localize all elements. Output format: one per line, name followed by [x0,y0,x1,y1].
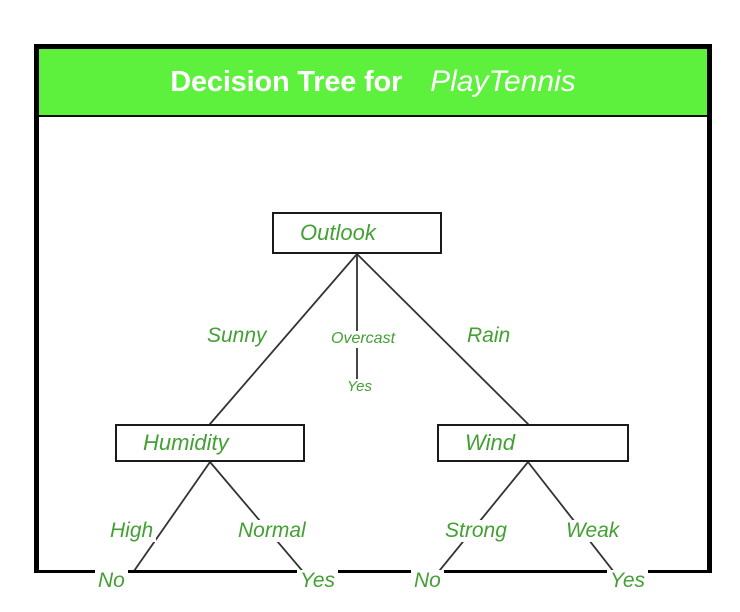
leaf-wind-yes: Yes [607,569,649,593]
edge-wind-weak [527,461,614,570]
leaf-wind-no: No [411,569,444,593]
tree-edges [133,253,614,570]
page-title-emphasis: PlayTennis [430,65,576,98]
slide-header: Decision Tree for PlayTennis [39,49,707,115]
edge-outlook-rain [356,253,529,425]
node-humidity-label: Humidity [143,430,229,455]
node-wind[interactable]: Wind [437,424,629,462]
node-outlook[interactable]: Outlook [272,212,442,254]
edge-label-rain: Rain [464,324,514,348]
leaf-humidity-no: No [95,569,128,593]
edge-label-normal: Normal [235,519,309,543]
edge-label-sunny: Sunny [204,324,270,348]
page-title: Decision Tree for [170,65,403,98]
edge-humidity-high [133,461,211,570]
edge-humidity-normal [209,461,303,570]
edge-label-weak: Weak [563,519,623,543]
tree-canvas: Outlook Sunny Overcast Rain Yes Humidity… [39,117,707,593]
edge-label-overcast: Overcast [328,330,399,348]
leaf-overcast-yes: Yes [344,379,376,395]
edge-label-strong: Strong [442,519,510,543]
edge-outlook-sunny [209,253,358,425]
header-divider [39,115,707,117]
edge-wind-strong [438,461,529,570]
leaf-humidity-yes: Yes [297,569,339,593]
node-wind-label: Wind [465,430,515,455]
edge-label-high: High [107,519,157,543]
node-outlook-label: Outlook [300,220,376,245]
node-humidity[interactable]: Humidity [115,424,305,462]
slide-frame: Decision Tree for PlayTennis [34,44,712,593]
